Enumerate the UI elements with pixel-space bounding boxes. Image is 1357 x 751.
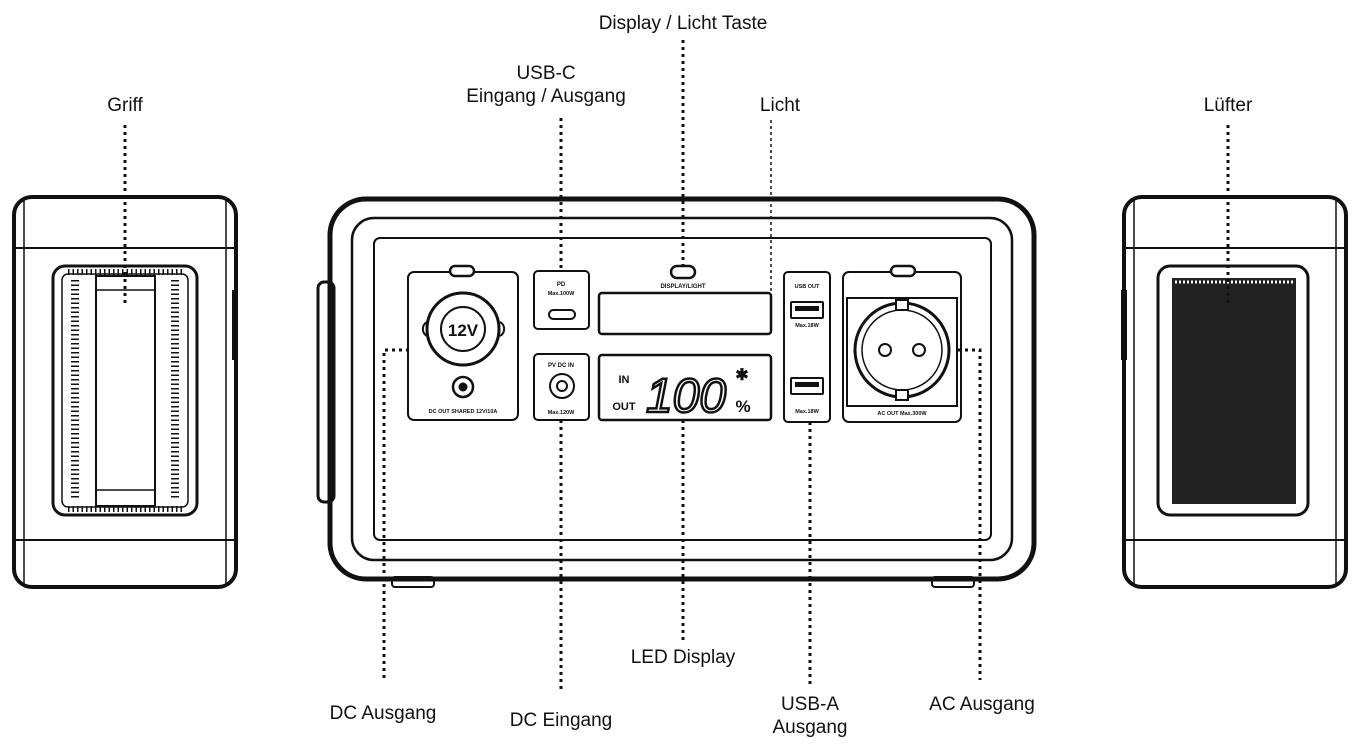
label-dc-eingang: DC Eingang	[509, 710, 613, 731]
fan-grille	[1156, 264, 1310, 517]
usb-a-panel	[783, 271, 831, 423]
label-licht: Licht	[759, 95, 801, 116]
label-griff: Griff	[107, 95, 143, 116]
label-display-licht-taste: Display / Licht Taste	[598, 13, 768, 34]
label-luefter: Lüfter	[1203, 95, 1253, 116]
lcd-value: 100	[646, 370, 726, 423]
usb-max-2: Max.18W	[795, 409, 819, 415]
usb-out-title: USB OUT	[795, 284, 820, 290]
pd-title: PD	[557, 282, 566, 288]
button-caption: DISPLAY/LIGHT	[660, 284, 705, 290]
usb-c-panel	[533, 270, 590, 330]
label-usb-a: USB-A Ausgang	[745, 693, 875, 739]
lcd-unit: %	[735, 397, 750, 416]
dc-out-caption: DC OUT SHARED 12V/10A	[429, 409, 498, 415]
pv-max: Max.120W	[548, 410, 575, 416]
label-usb-c-line2: Eingang / Ausgang	[466, 86, 626, 107]
label-usb-a-line2: Ausgang	[772, 717, 848, 738]
lcd-out: OUT	[612, 401, 636, 413]
light-bar	[597, 291, 773, 336]
bluetooth-icon: ✱	[735, 367, 748, 384]
usb-max-1: Max.18W	[795, 323, 819, 329]
label-usb-a-line1: USB-A	[780, 694, 840, 715]
lcd-in: IN	[619, 374, 630, 386]
leader-lines	[123, 40, 1230, 690]
pv-title: PV DC IN	[548, 363, 574, 369]
right-side-view	[1121, 195, 1348, 589]
pd-max: Max.100W	[548, 291, 575, 297]
carport-socket-text: 12V	[448, 321, 479, 340]
dc-output-panel	[407, 264, 519, 421]
handle	[51, 264, 199, 517]
display-light-button	[669, 264, 697, 280]
leader-dc-ausgang	[382, 348, 408, 678]
lcd-display	[597, 353, 773, 422]
device-text: 12V DC OUT SHARED 12V/10A PD Max.100W PV…	[429, 282, 928, 424]
leader-ac-ausgang	[958, 348, 982, 680]
left-side-view	[12, 195, 238, 589]
ac-outlet-panel	[842, 264, 962, 423]
label-ac-ausgang: AC Ausgang	[929, 694, 1035, 715]
label-led-display: LED Display	[630, 647, 736, 668]
label-dc-ausgang: DC Ausgang	[329, 703, 437, 724]
label-usb-c: USB-C Eingang / Ausgang	[446, 62, 646, 108]
label-usb-c-line1: USB-C	[516, 63, 576, 84]
ac-caption: AC OUT Max.300W	[877, 411, 927, 417]
